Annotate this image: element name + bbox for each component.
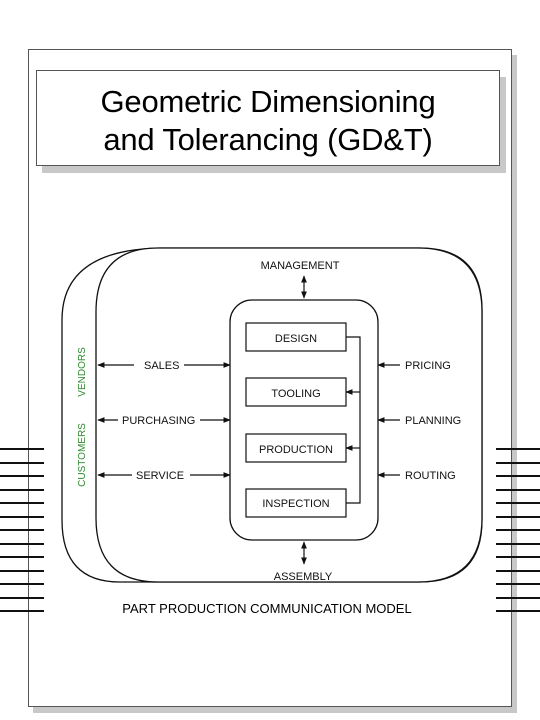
ruled-line (496, 583, 540, 585)
assembly-label: ASSEMBLY (274, 571, 333, 583)
ruled-line (496, 556, 540, 558)
ruled-line (496, 610, 540, 612)
service-label: SERVICE (136, 470, 184, 482)
ruled-line (496, 502, 540, 504)
ruled-line (0, 488, 44, 491)
stage-design-label: DESIGN (275, 333, 317, 345)
left-ruled-lines (0, 448, 44, 624)
title-line-1: Geometric Dimensioning (100, 84, 436, 119)
ruled-line (0, 596, 44, 599)
ruled-line (0, 569, 44, 572)
ruled-line (496, 542, 540, 545)
title-line-2: and Tolerancing (GD&T) (103, 122, 433, 157)
ruled-line (496, 488, 540, 491)
inspection-box (245, 488, 347, 518)
sales-label: SALES (144, 360, 179, 372)
ruled-line (0, 583, 44, 585)
management-label: MANAGEMENT (261, 260, 340, 272)
right-ruled-lines (496, 448, 540, 624)
ruled-line (0, 529, 44, 531)
slide-title: Geometric Dimensioning and Tolerancing (… (37, 83, 499, 159)
ruled-line (496, 515, 540, 518)
ruled-line (496, 529, 540, 531)
title-box: Geometric Dimensioning and Tolerancing (… (36, 70, 500, 166)
stage-tooling-label: TOOLING (271, 388, 320, 400)
ruled-line (0, 542, 44, 545)
ruled-line (0, 515, 44, 518)
ruled-line (0, 556, 44, 558)
feedback-loop (346, 336, 361, 504)
vendors-label: VENDORS (77, 347, 88, 397)
ruled-line (0, 448, 44, 450)
ruled-line (496, 596, 540, 599)
stage-production-label: PRODUCTION (259, 444, 333, 456)
customers-label: CUSTOMERS (77, 423, 88, 487)
ruled-line (0, 502, 44, 504)
ruled-line (0, 461, 44, 464)
stage-inspection-label: INSPECTION (262, 498, 329, 510)
pricing-label: PRICING (405, 360, 451, 372)
routing-label: ROUTING (405, 470, 456, 482)
ruled-line (0, 610, 44, 612)
ruled-line (496, 475, 540, 477)
production-box (245, 433, 347, 463)
ruled-line (0, 475, 44, 477)
ruled-line (496, 448, 540, 450)
diagram-caption: PART PRODUCTION COMMUNICATION MODEL (122, 601, 411, 616)
ruled-line (496, 569, 540, 572)
purchasing-label: PURCHASING (122, 415, 195, 427)
planning-label: PLANNING (405, 415, 461, 427)
customer-frame (95, 247, 483, 583)
ruled-line (496, 461, 540, 464)
